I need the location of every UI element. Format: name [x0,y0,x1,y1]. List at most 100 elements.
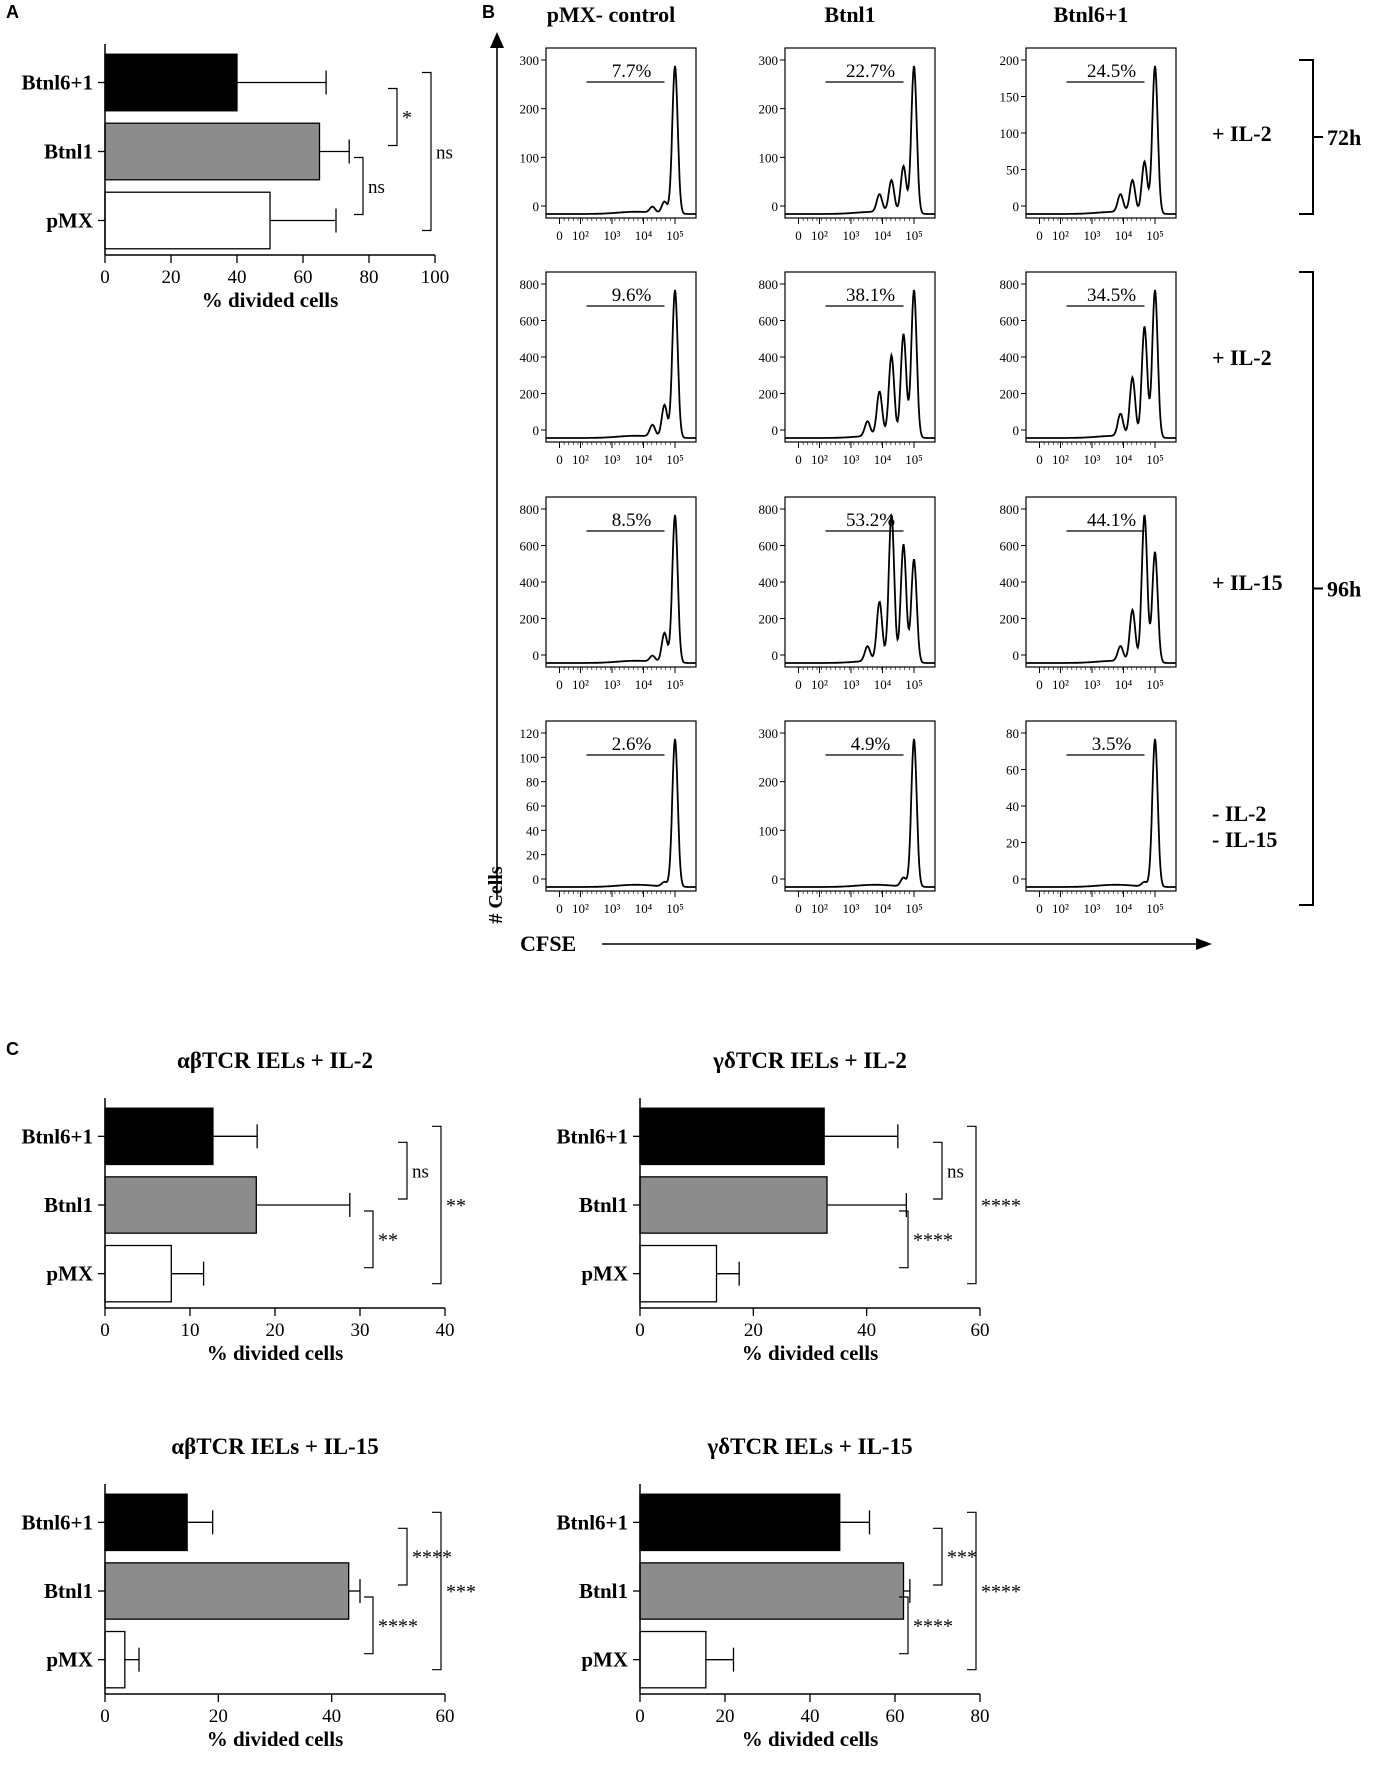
histo-r1-c2-xticklabel-2: 10³ [1084,452,1101,467]
panel-c3-xticklabel-0: 0 [100,1706,110,1727]
panel-a-bar-0 [104,53,238,112]
histo-r0-c0-yticklabel-3: 300 [520,53,540,68]
histo-r0-c2-yticklabel-2: 100 [1000,126,1020,141]
histo-r1-c1-yticklabel-4: 800 [759,277,779,292]
histo-r0-c0-percent: 7.7% [612,61,652,82]
panel-c2-title: γδTCR IELs + IL-2 [712,1048,907,1073]
panel-c2-sig-label-0: ns [947,1162,964,1183]
histo-r2-c2-yticklabel-4: 800 [1000,502,1020,517]
panel-a-sig-bracket-1 [354,156,364,216]
histo-r0-c0-xticklabel-4: 10⁵ [666,228,684,243]
histo-r3-c2-curve [1026,738,1176,888]
histo-r3-c1-yticklabel-2: 200 [759,775,779,790]
histo-x-arrow-head [1196,938,1212,950]
panel-c1-cat-2: pMX [46,1262,93,1286]
panel-c1-title: αβTCR IELs + IL-2 [177,1048,373,1073]
panel-c4-sig-bracket-0 [933,1527,943,1586]
histo-r3-c0-yticklabel-5: 100 [520,750,540,765]
panel-c3-bar-0 [104,1493,188,1552]
panel-c2-bar-1 [639,1176,828,1234]
histo-r1-c2-xticklabel-1: 10² [1052,452,1069,467]
histo-r2-c1-xticklabel-4: 10⁵ [905,677,923,692]
histo-r1-c0-xticklabel-1: 10² [572,452,589,467]
histo-r3-c2-xticklabel-0: 0 [1036,901,1043,916]
panel-label-a: A [6,2,19,22]
histo-r2-c1-xticklabel-2: 10³ [843,677,860,692]
panel-c3-sig-label-0: **** [412,1547,452,1569]
panel-c2-xticklabel-0: 0 [635,1320,645,1341]
panel-c1-sig-label-0: ns [412,1162,429,1183]
histo-r2-c1-yticklabel-3: 600 [759,539,779,554]
histo-row-label-0-0: + IL-2 [1212,121,1272,146]
panel-c1-bar-0 [104,1107,214,1166]
panel-c2-xticklabel-2: 40 [857,1320,876,1341]
panel-c1-xticklabel-1: 10 [181,1320,200,1341]
panel-c4-xticklabel-3: 60 [886,1706,905,1727]
histo-r3-c0-yticklabel-0: 0 [533,872,540,887]
histo-r0-c2-xticklabel-2: 10³ [1084,228,1101,243]
histo-r3-c0-percent: 2.6% [612,734,652,755]
panel-c4-cat-0: Btnl6+1 [557,1510,628,1534]
histo-r3-c2-yticklabel-0: 0 [1013,872,1020,887]
histo-r0-c0-frame [545,47,697,219]
panel-c3-xlabel: % divided cells [207,1727,344,1751]
histo-r0-c1-yticklabel-0: 0 [772,199,779,214]
panel-c4-cat-1: Btnl1 [579,1579,628,1603]
histo-r0-c1-yticklabel-2: 200 [759,102,779,117]
panel-c4-xticklabel-0: 0 [635,1706,645,1727]
histo-r2-c1-yticklabel-1: 200 [759,612,779,627]
histo-r2-c1-xticklabel-0: 0 [795,677,802,692]
panel-c1-xticklabel-0: 0 [100,1320,110,1341]
histo-r1-c1-xticklabel-2: 10³ [843,452,860,467]
histo-r1-c0-yticklabel-4: 800 [520,277,540,292]
panel-c3-cat-2: pMX [46,1648,93,1672]
histo-r2-c0-curve [546,514,696,664]
histo-r0-c0-xticklabel-1: 10² [572,228,589,243]
histo-r1-c1-yticklabel-2: 400 [759,350,779,365]
panel-c3-bar-1 [104,1562,350,1620]
histo-r2-c2-curve [1026,514,1176,664]
panel-c3-sig-bracket-1 [364,1596,374,1655]
histo-r3-c2-frame [1025,720,1177,892]
panel-c4-sig-label-0: *** [947,1547,977,1569]
histo-r0-c1-xticklabel-3: 10⁴ [874,228,892,243]
histo-r3-c0-yticklabel-2: 40 [526,823,539,838]
histo-r0-c2-yticklabel-0: 0 [1013,199,1020,214]
panel-c3-bar-2 [104,1630,126,1689]
histo-r2-c0-yticklabel-2: 400 [520,575,540,590]
histo-r1-c0-yticklabel-1: 200 [520,387,540,402]
histo-row-label-2-0: + IL-15 [1212,570,1283,595]
histo-r2-c2-xticklabel-2: 10³ [1084,677,1101,692]
histo-r1-c2-yticklabel-0: 0 [1013,423,1020,438]
histo-r3-c0-xticklabel-0: 0 [556,901,563,916]
panel-a-cat-0: Btnl6+1 [22,71,93,95]
panel-a-xticklabel-2: 40 [228,267,247,288]
histo-r2-c2-yticklabel-0: 0 [1013,648,1020,663]
histo-r2-c1-yticklabel-4: 800 [759,502,779,517]
panel-c1-xticklabel-4: 40 [436,1320,455,1341]
histo-r3-c2-yticklabel-3: 60 [1006,763,1019,778]
panel-label-b: B [482,2,495,22]
histo-y-arrow-head [490,32,504,48]
panel-a-bar-2 [104,191,271,250]
histo-r1-c0-xticklabel-2: 10³ [604,452,621,467]
panel-c2-cat-0: Btnl6+1 [557,1124,628,1148]
histo-r1-c1-percent: 38.1% [846,285,895,306]
histo-r3-c0-frame [545,720,697,892]
panel-a-sig-bracket-2 [422,71,432,232]
histo-r2-c2-xticklabel-4: 10⁵ [1146,677,1164,692]
panel-c2-sig-bracket-1 [899,1210,909,1269]
histo-r1-c0-yticklabel-2: 400 [520,350,540,365]
panel-a-sig-label-1: ns [368,177,385,198]
histo-r1-c1-yticklabel-0: 0 [772,423,779,438]
histo-r1-c1-yticklabel-1: 200 [759,387,779,402]
panel-c3-sig-bracket-2 [432,1511,442,1671]
histo-r3-c0-yticklabel-1: 20 [526,848,539,863]
histo-r2-c1-curve [785,514,935,664]
histo-r3-c2-xticklabel-4: 10⁵ [1146,901,1164,916]
histo-r3-c1-yticklabel-0: 0 [772,872,779,887]
histo-r0-c1-xticklabel-1: 10² [811,228,828,243]
panel-a-sig-bracket-0 [388,87,398,147]
histo-r3-c2-percent: 3.5% [1092,734,1132,755]
